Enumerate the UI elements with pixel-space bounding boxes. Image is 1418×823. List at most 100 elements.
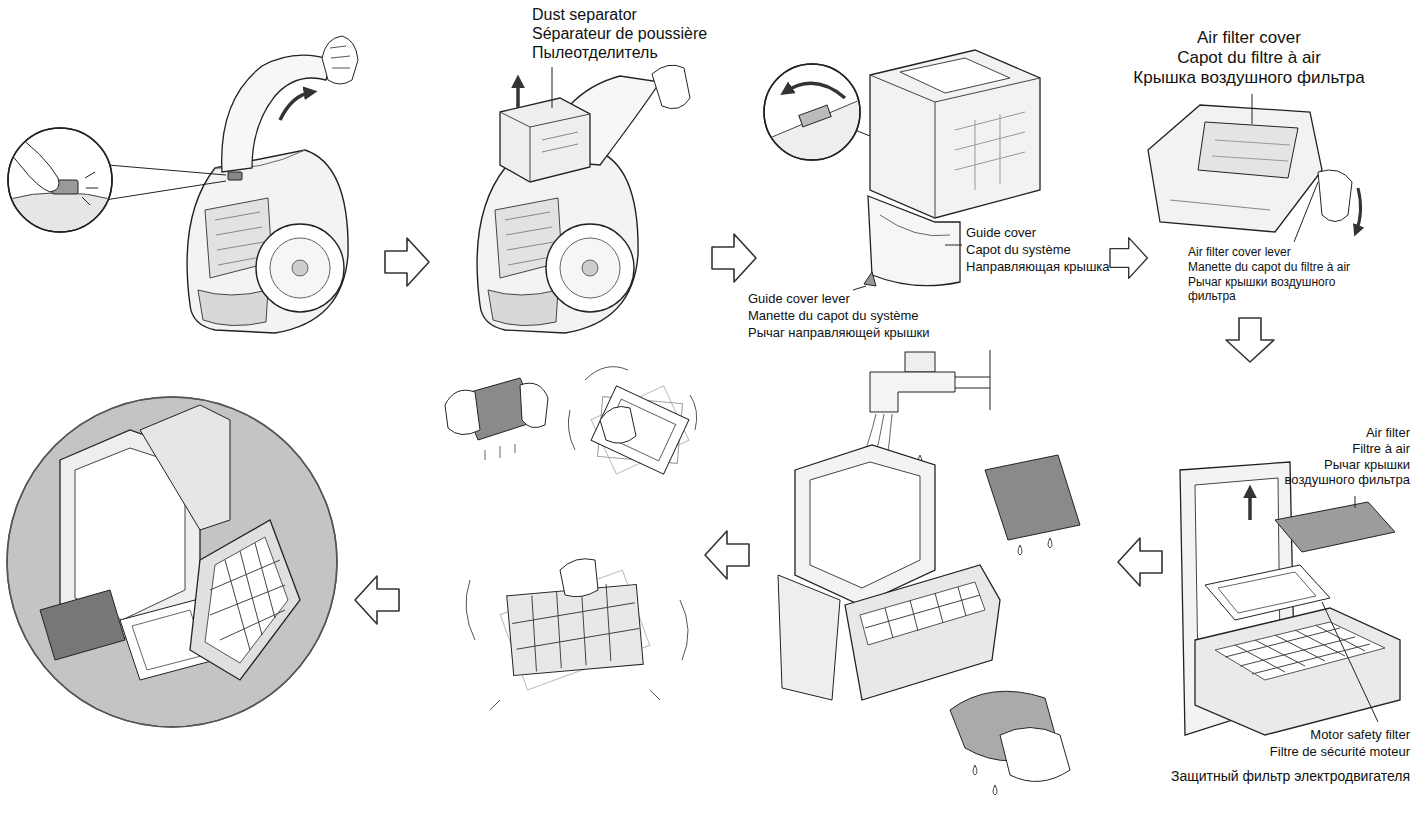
step-remove-filters-part [1215, 622, 1385, 680]
step-open-filter-cover [1148, 94, 1361, 242]
part-label: Séparateur de poussière [532, 25, 707, 43]
step-lift-separator-part [500, 112, 590, 182]
step-open-lid-part [222, 55, 332, 172]
vacuum-body [477, 150, 638, 333]
step-open-guide-cover-part [955, 112, 1025, 190]
step-lift-separator-part [500, 98, 590, 182]
step-lift-separator [477, 65, 690, 333]
step-arrow [1118, 538, 1162, 586]
step-open-filter-cover-part [1198, 122, 1298, 178]
part-label: Рычаг крышки воздушного фильтра [1188, 276, 1360, 304]
part-label: Guide cover lever [748, 292, 850, 307]
step-open-guide-cover-part-part [799, 105, 831, 127]
step-open-lid-part [8, 128, 112, 232]
part-label: Capot du filtre à air [1084, 48, 1414, 68]
step-arrow [712, 234, 756, 282]
step-open-filter-cover-part [1212, 140, 1290, 161]
step-wash-part [1000, 728, 1070, 782]
step-open-filter-cover-part [1252, 94, 1253, 124]
step-wash-part [955, 350, 990, 410]
step-open-guide-cover-part [853, 286, 866, 290]
step-remove-filters-part [1275, 502, 1395, 552]
part-label: Manette du capot du système [748, 309, 919, 324]
part-label: Air filter cover [1084, 28, 1414, 48]
step-wash-part [870, 372, 955, 412]
step-open-lid-part-part [5, 193, 115, 241]
step-open-guide-cover-part [864, 272, 876, 286]
step-wash-part [795, 445, 935, 605]
step-remove-filters-part [1205, 565, 1330, 620]
step-shake-dry-part-part [591, 386, 689, 474]
step-open-guide-cover-part-part [785, 83, 845, 98]
step-open-lid-part [2, 130, 115, 240]
step-reassemble-part [7, 397, 337, 727]
step-reassemble-part-part [40, 590, 125, 660]
step-lift-separator-part [552, 67, 553, 108]
step-shake-dry-part-part [591, 386, 689, 474]
part-label: Направляющая крышка [966, 260, 1110, 275]
step-shake-dry-part [600, 407, 636, 444]
step-remove-filters-part [1248, 490, 1252, 520]
step-remove-filters-part [1225, 625, 1370, 674]
step-arrow [1226, 318, 1274, 362]
step-shake-dry-part [466, 580, 688, 710]
step-wash [778, 350, 1080, 795]
step-open-filter-cover-part [1148, 105, 1322, 232]
step-shake-dry-part [520, 383, 548, 427]
step-open-lid-part [322, 36, 358, 84]
part-label: Dust separator [532, 6, 637, 24]
step-remove-filters-part [1218, 572, 1316, 613]
step-reassemble-part-part [140, 405, 230, 530]
step-open-guide-cover-part [945, 245, 962, 246]
step-wash-part [845, 565, 1000, 700]
step-open-lid-part [228, 172, 242, 180]
part-label: Motor safety filter [1310, 728, 1410, 743]
part-label: Защитный фильтр электродвигателя [1171, 768, 1410, 784]
step-remove-filters [1180, 462, 1400, 735]
step-open-guide-cover-part [764, 64, 860, 160]
part-label: Guide cover [966, 226, 1036, 241]
step-open-lid-part-part [2, 130, 59, 192]
vacuum-body [187, 150, 348, 333]
step-shake-dry-part [568, 367, 696, 450]
part-label: Capot du système [966, 243, 1071, 258]
step-open-filter-cover-part [1294, 182, 1318, 242]
step-shake-dry-part-part [507, 584, 643, 675]
part-label: Filtre à air [1352, 442, 1410, 457]
step-open-filter-cover-part [1356, 188, 1361, 232]
step-open-filter-cover-part [1170, 200, 1270, 210]
part-label: Filtre de sécurité moteur [1270, 745, 1410, 760]
step-remove-filters-part [1355, 496, 1356, 508]
step-lift-separator-part [542, 132, 578, 152]
part-label: Рычаг крышки воздушного фильтра [1270, 458, 1410, 488]
step-shake-dry-part [445, 390, 480, 434]
step-open-lid-part [330, 46, 350, 68]
step-open-filter-cover-part [1318, 170, 1352, 222]
step-reassemble-part-part [210, 543, 285, 650]
step-lift-separator-part [516, 80, 520, 108]
step-open-lid [2, 36, 358, 333]
step-arrow [705, 531, 749, 579]
part-label: Пылеотделитель [532, 44, 658, 62]
step-shake-dry-part [485, 444, 515, 460]
step-reassemble-part-part [205, 537, 288, 663]
step-open-guide-cover-part [765, 83, 860, 170]
part-label: Air filter [1366, 426, 1410, 441]
step-open-guide-cover-part [900, 58, 1010, 93]
step-arrow [355, 576, 399, 624]
step-reassemble-part [40, 405, 300, 680]
step-open-guide-cover-part [870, 75, 1040, 218]
part-label: Рычаг направляющей крышки [748, 326, 930, 341]
step-arrow [1110, 238, 1147, 279]
step-reassemble-part-part [190, 520, 300, 680]
step-reassemble-part [7, 397, 337, 727]
step-wash-part [778, 575, 840, 700]
step-remove-filters-part [1322, 602, 1378, 722]
step-remove-filters-part [1195, 608, 1400, 735]
step-arrow [385, 238, 429, 286]
step-shake-dry-part [591, 386, 689, 474]
step-lift-separator-part [652, 65, 690, 109]
step-wash-part [860, 582, 985, 645]
